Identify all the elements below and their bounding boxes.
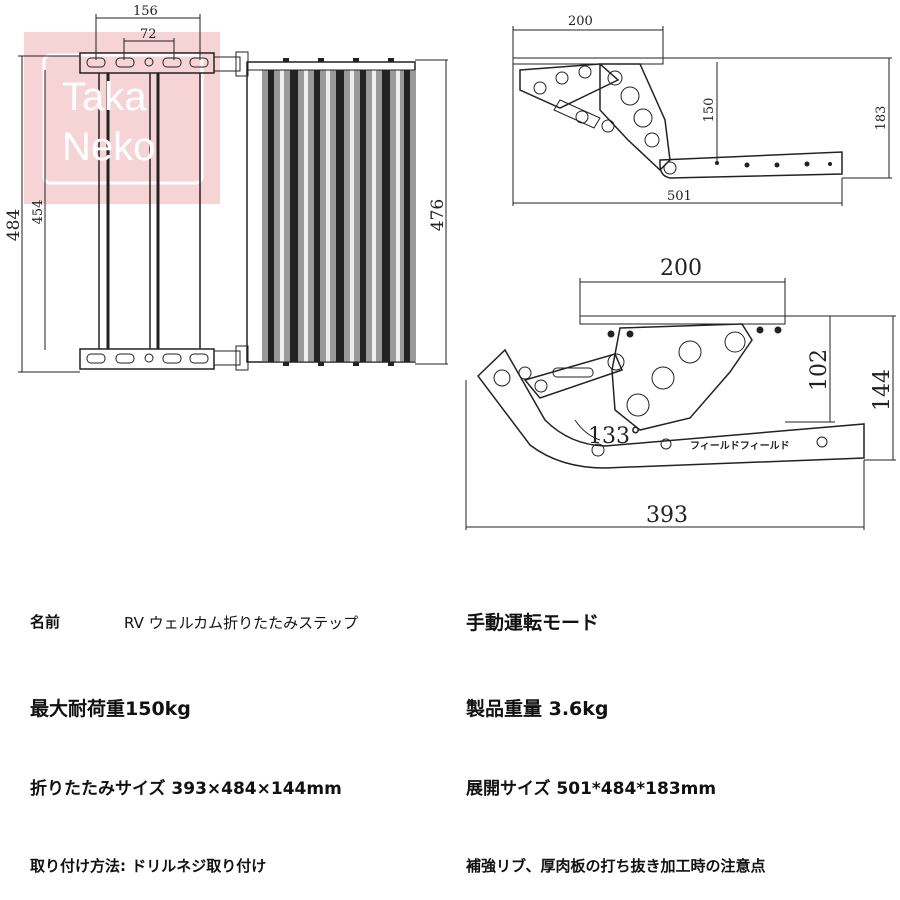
dim-150-label: 150 — [702, 98, 717, 123]
top-view-drawing — [18, 14, 448, 373]
spec-max-load: 最大耐荷重150kg — [30, 698, 191, 720]
watermark-line2: Neko — [62, 125, 155, 169]
dim-183-label: 183 — [874, 106, 889, 131]
spec-weight: 製品重量 3.6kg — [466, 698, 609, 720]
side-view-open-drawing — [512, 26, 892, 206]
spec-note: 補強リブ、厚肉板の打ち抜き加工時の注意点 — [466, 857, 766, 875]
spec-name-value: RV ウェルカム折りたたみステップ — [124, 614, 359, 632]
dim-484-label: 484 — [4, 209, 24, 241]
side-view-folded-drawing — [465, 278, 896, 530]
spec-name-label: 名前 — [30, 613, 61, 631]
spec-mounting: 取り付け方法: ドリルネジ取り付け — [30, 857, 267, 875]
angle-133-label: 133° — [588, 424, 641, 449]
dim-156-label: 156 — [133, 4, 158, 19]
dim-102-label: 102 — [807, 349, 832, 391]
step-plate-label: フィールドフィールド — [690, 440, 790, 452]
spec-mode: 手動運転モード — [466, 612, 600, 634]
watermark-frame — [42, 53, 204, 185]
dim-144-label: 144 — [870, 369, 895, 411]
spec-folded-size: 折りたたみサイズ 393×484×144mm — [30, 779, 342, 799]
spec-open-size: 展開サイズ 501*484*183mm — [466, 779, 717, 799]
dim-476-label: 476 — [428, 199, 448, 231]
watermark-background — [24, 32, 220, 204]
dim-454-label: 454 — [31, 200, 46, 225]
dim-200-open-label: 200 — [568, 14, 593, 29]
dim-501-label: 501 — [667, 189, 692, 204]
watermark-line1: Taka — [62, 75, 147, 119]
dim-393-label: 393 — [646, 503, 688, 528]
dim-200-folded-label: 200 — [660, 256, 702, 281]
dim-72-label: 72 — [140, 27, 157, 42]
